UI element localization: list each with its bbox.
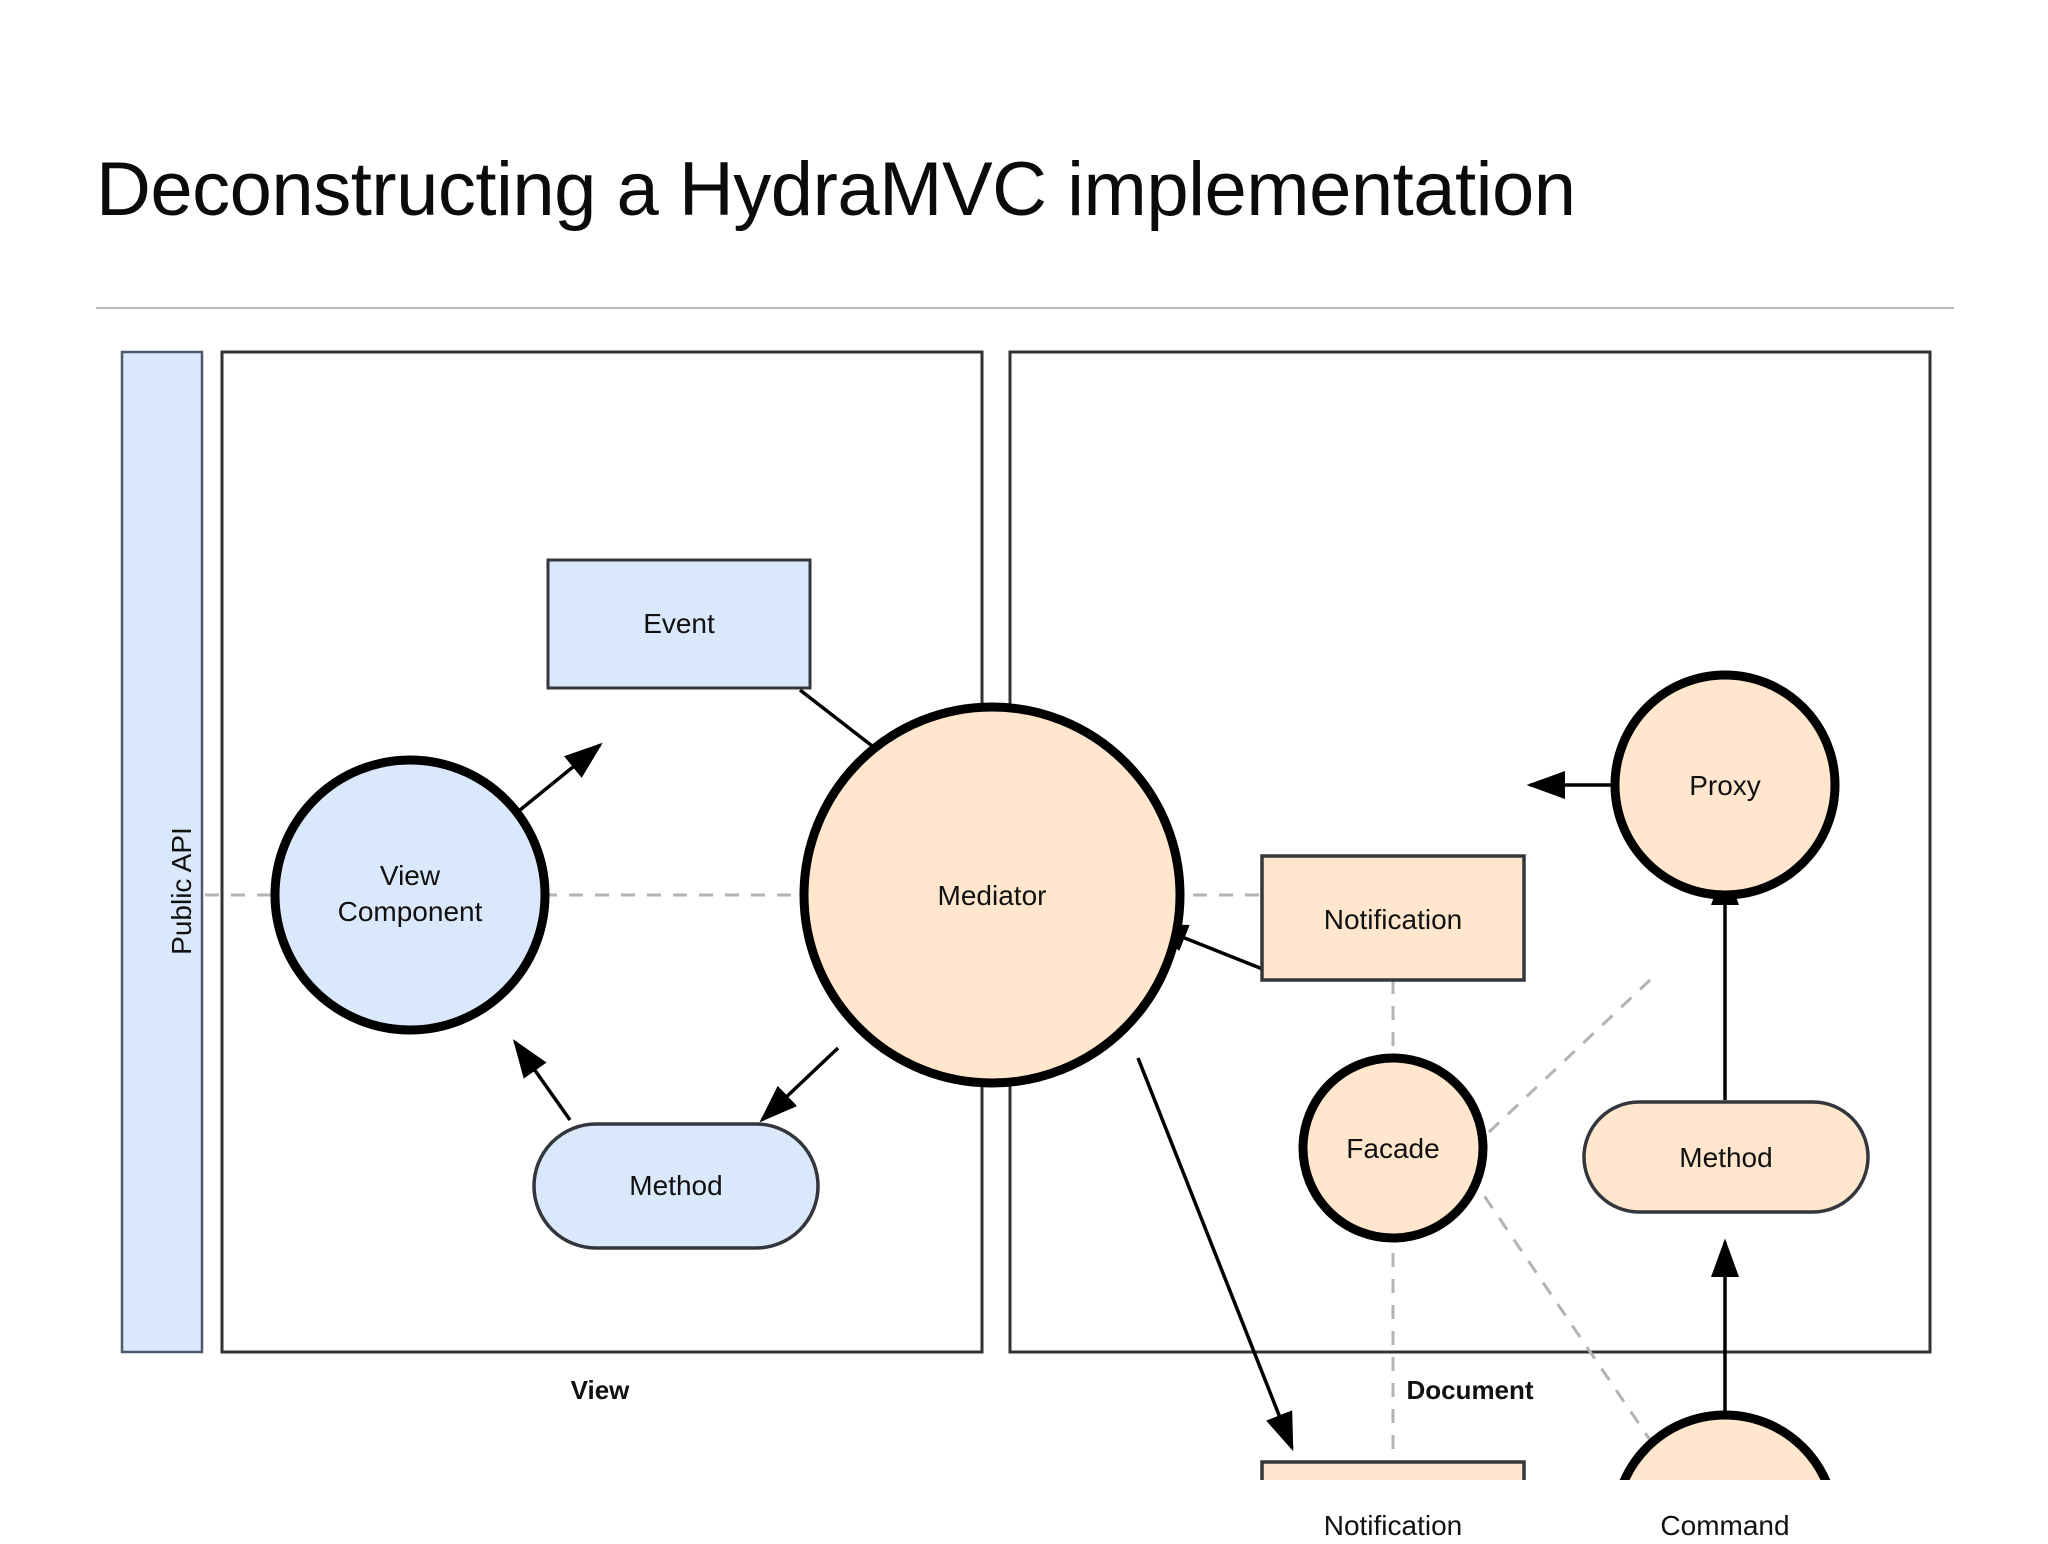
node-facade[interactable] (1298, 1053, 1488, 1243)
node-label-notification-bottom: Notification (1323, 1510, 1463, 1541)
arrow-mediator-to-view-method (759, 1046, 840, 1123)
architecture-diagram: Public API Event View Component Method M… (0, 330, 2048, 1541)
node-command[interactable] (1615, 1410, 1835, 1480)
panel-caption-view: View (570, 1375, 630, 1405)
node-event[interactable] (546, 558, 812, 690)
public-api-label: Public API (166, 827, 197, 955)
arrow-mediator-to-notification-bottom (1136, 1057, 1294, 1452)
node-label-command: Command (1660, 1510, 1790, 1541)
node-notification-top[interactable] (1260, 854, 1526, 982)
node-proxy[interactable] (1610, 670, 1840, 900)
node-view-method[interactable] (532, 1122, 820, 1250)
arrow-view-method-to-view-component (512, 1039, 572, 1122)
page-title: Deconstructing a HydraMVC implementation (96, 147, 1576, 232)
title-divider (96, 307, 1954, 309)
node-view-component[interactable] (270, 755, 550, 1035)
dashed-facade-command (1468, 1174, 1652, 1441)
title-block: Deconstructing a HydraMVC implementation (96, 150, 1952, 230)
node-mediator[interactable] (799, 702, 1185, 1088)
panel-caption-document: Document (1406, 1375, 1534, 1405)
diagram-graphics (120, 350, 1932, 1480)
node-notification-bottom[interactable] (1260, 1460, 1526, 1480)
node-doc-method[interactable] (1582, 1100, 1870, 1214)
public-api-bar (120, 350, 204, 1354)
